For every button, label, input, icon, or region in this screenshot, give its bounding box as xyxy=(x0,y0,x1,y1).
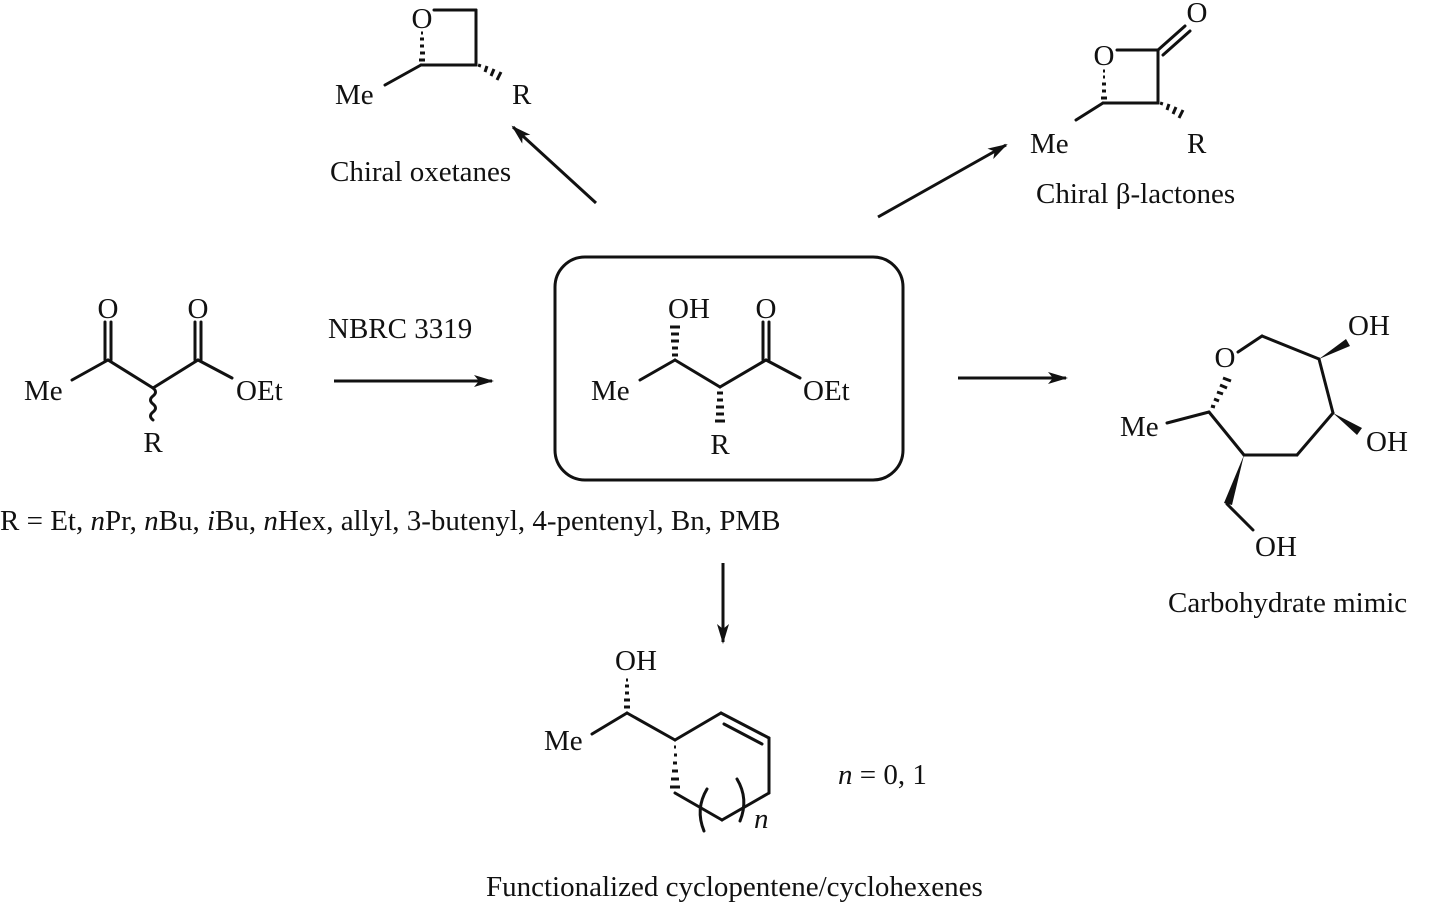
hashed-bond-oh xyxy=(670,325,680,357)
r-group-definition: R = Et, nPr, nBu, iBu, nHex, allyl, 3-bu… xyxy=(0,505,781,537)
methyl-label: Me xyxy=(1120,411,1159,443)
hydroxyl-label-1: OH xyxy=(1348,310,1390,342)
reagent-label: NBRC 3319 xyxy=(328,313,472,345)
ester-oxygen-label: O xyxy=(188,293,209,325)
cycloalkene-caption: Functionalized cyclopentene/cyclohexenes xyxy=(486,871,983,903)
chiral-oxetane: O Me R Chiral oxetanes xyxy=(330,3,532,188)
r-group-label: R xyxy=(1187,128,1207,160)
hydroxyl-label: OH xyxy=(668,293,710,325)
methyl-label: Me xyxy=(24,375,63,407)
carbonyl-oxygen-label: O xyxy=(1187,0,1208,29)
wedge-bond-oh1 xyxy=(1319,339,1350,359)
methyl-label: Me xyxy=(1030,128,1069,160)
starting-material-ketoester: O O Me OEt R xyxy=(24,293,283,459)
oxetane-caption: Chiral oxetanes xyxy=(330,156,511,188)
n-values-note: n = 0, 1 xyxy=(838,759,927,791)
repeat-n-label: n xyxy=(754,803,769,835)
r-group-label: R xyxy=(143,427,163,459)
hashed-bond-ring-o xyxy=(1210,376,1232,409)
ethoxy-label: OEt xyxy=(803,375,850,407)
hashed-bond-o xyxy=(419,31,425,62)
methyl-label: Me xyxy=(591,375,630,407)
ring-oxygen-label: O xyxy=(1215,342,1236,374)
carbohydrate-caption: Carbohydrate mimic xyxy=(1168,587,1407,619)
hashed-bond-o xyxy=(1101,69,1107,100)
hydroxyl-label-2: OH xyxy=(1366,426,1408,458)
methyl-label: Me xyxy=(544,725,583,757)
carbonyl-oxygen-label: O xyxy=(756,293,777,325)
hydroxyl-label: OH xyxy=(615,645,657,677)
functionalized-cycloalkene: OH Me n n = 0, 1 Functionalized cyclopen… xyxy=(486,645,983,903)
methyl-label: Me xyxy=(335,79,374,111)
hashed-bond-r xyxy=(477,63,503,81)
hashed-bond-ring xyxy=(670,745,680,789)
r-group-label: R xyxy=(512,79,532,111)
carbohydrate-mimic: O Me OH OH OH Carbohydrate mimic xyxy=(1120,310,1408,619)
lactone-caption: Chiral β-lactones xyxy=(1036,178,1235,210)
reduction-arrow: NBRC 3319 xyxy=(328,313,494,387)
wedge-bond-oh2 xyxy=(1333,413,1362,435)
ring-oxygen-label: O xyxy=(1094,40,1115,72)
hydroxyl-label-3: OH xyxy=(1255,531,1297,563)
chiral-beta-lactone: O O Me R Chiral β-lactones xyxy=(1030,0,1235,210)
product-box xyxy=(553,255,905,482)
arrow-to-oxetane xyxy=(511,125,598,205)
oxetane-oxygen-label: O xyxy=(412,3,433,35)
hashed-bond-oh xyxy=(624,678,630,709)
r-group-label: R xyxy=(710,429,730,461)
hashed-bond-r xyxy=(715,391,725,423)
ketone-oxygen-label: O xyxy=(98,293,119,325)
ethoxy-label: OEt xyxy=(236,375,283,407)
hashed-bond-r xyxy=(1159,101,1185,119)
arrow-to-lactone xyxy=(877,143,1008,219)
central-hydroxy-ester: OH O Me OEt R xyxy=(553,255,905,482)
wedge-bond-ch2oh xyxy=(1224,455,1244,505)
